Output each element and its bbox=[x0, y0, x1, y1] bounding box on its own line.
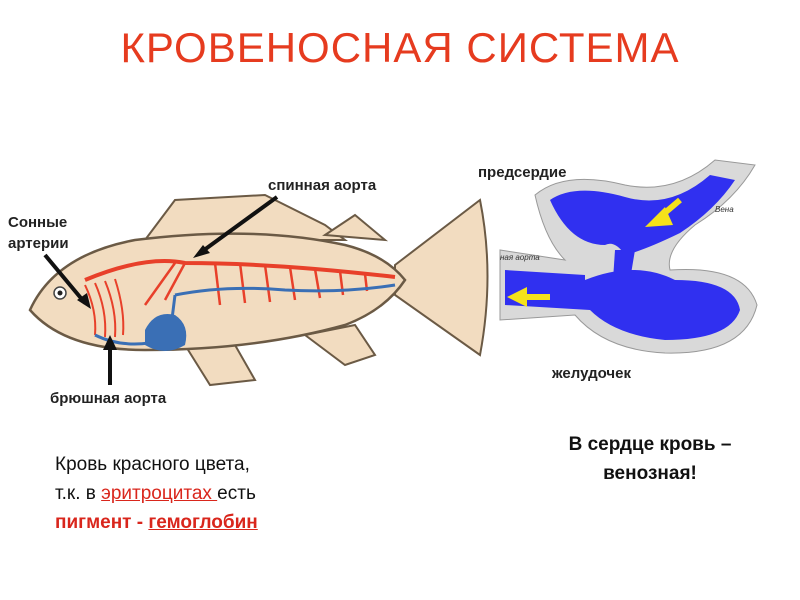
fish-tail-fin bbox=[394, 198, 489, 357]
carotid-arrow bbox=[43, 253, 87, 305]
fact-venous-blood: В сердце кровь – венозная! bbox=[568, 434, 732, 484]
term-erythrocytes: эритроцитах bbox=[101, 483, 218, 504]
heart-atrium bbox=[550, 175, 735, 255]
term-hemoglobin: гемоглобин bbox=[148, 512, 258, 533]
heart-diagram: Вена ная аорта bbox=[499, 159, 758, 354]
blood-flow-arrows bbox=[507, 197, 682, 307]
heart-ventricle bbox=[505, 270, 740, 340]
fish-ventral-fin bbox=[183, 344, 257, 387]
label-ventral-aorta: брюшная аорта bbox=[50, 390, 167, 407]
dorsal-aorta-vessel bbox=[84, 259, 396, 282]
page-title: КРОВЕНОСНАЯ СИСТЕМА bbox=[120, 24, 680, 71]
label-atrium: предсердие bbox=[478, 164, 567, 181]
label-ventricle: желудочек bbox=[552, 365, 631, 382]
label-heart-vein: Вена bbox=[715, 205, 734, 214]
label-heart-aorta: ная аорта bbox=[500, 253, 540, 262]
fish-heart bbox=[145, 314, 187, 351]
fact-hemoglobin: Кровь красного цвета, т.к. в эритроцитах… bbox=[55, 454, 258, 533]
dorsal-aorta-arrow bbox=[198, 195, 279, 255]
label-carotid-arteries: Сонные артерии bbox=[8, 214, 69, 252]
fish-circulation-diagram bbox=[28, 193, 489, 387]
label-dorsal-aorta: спинная аорта bbox=[268, 177, 377, 194]
